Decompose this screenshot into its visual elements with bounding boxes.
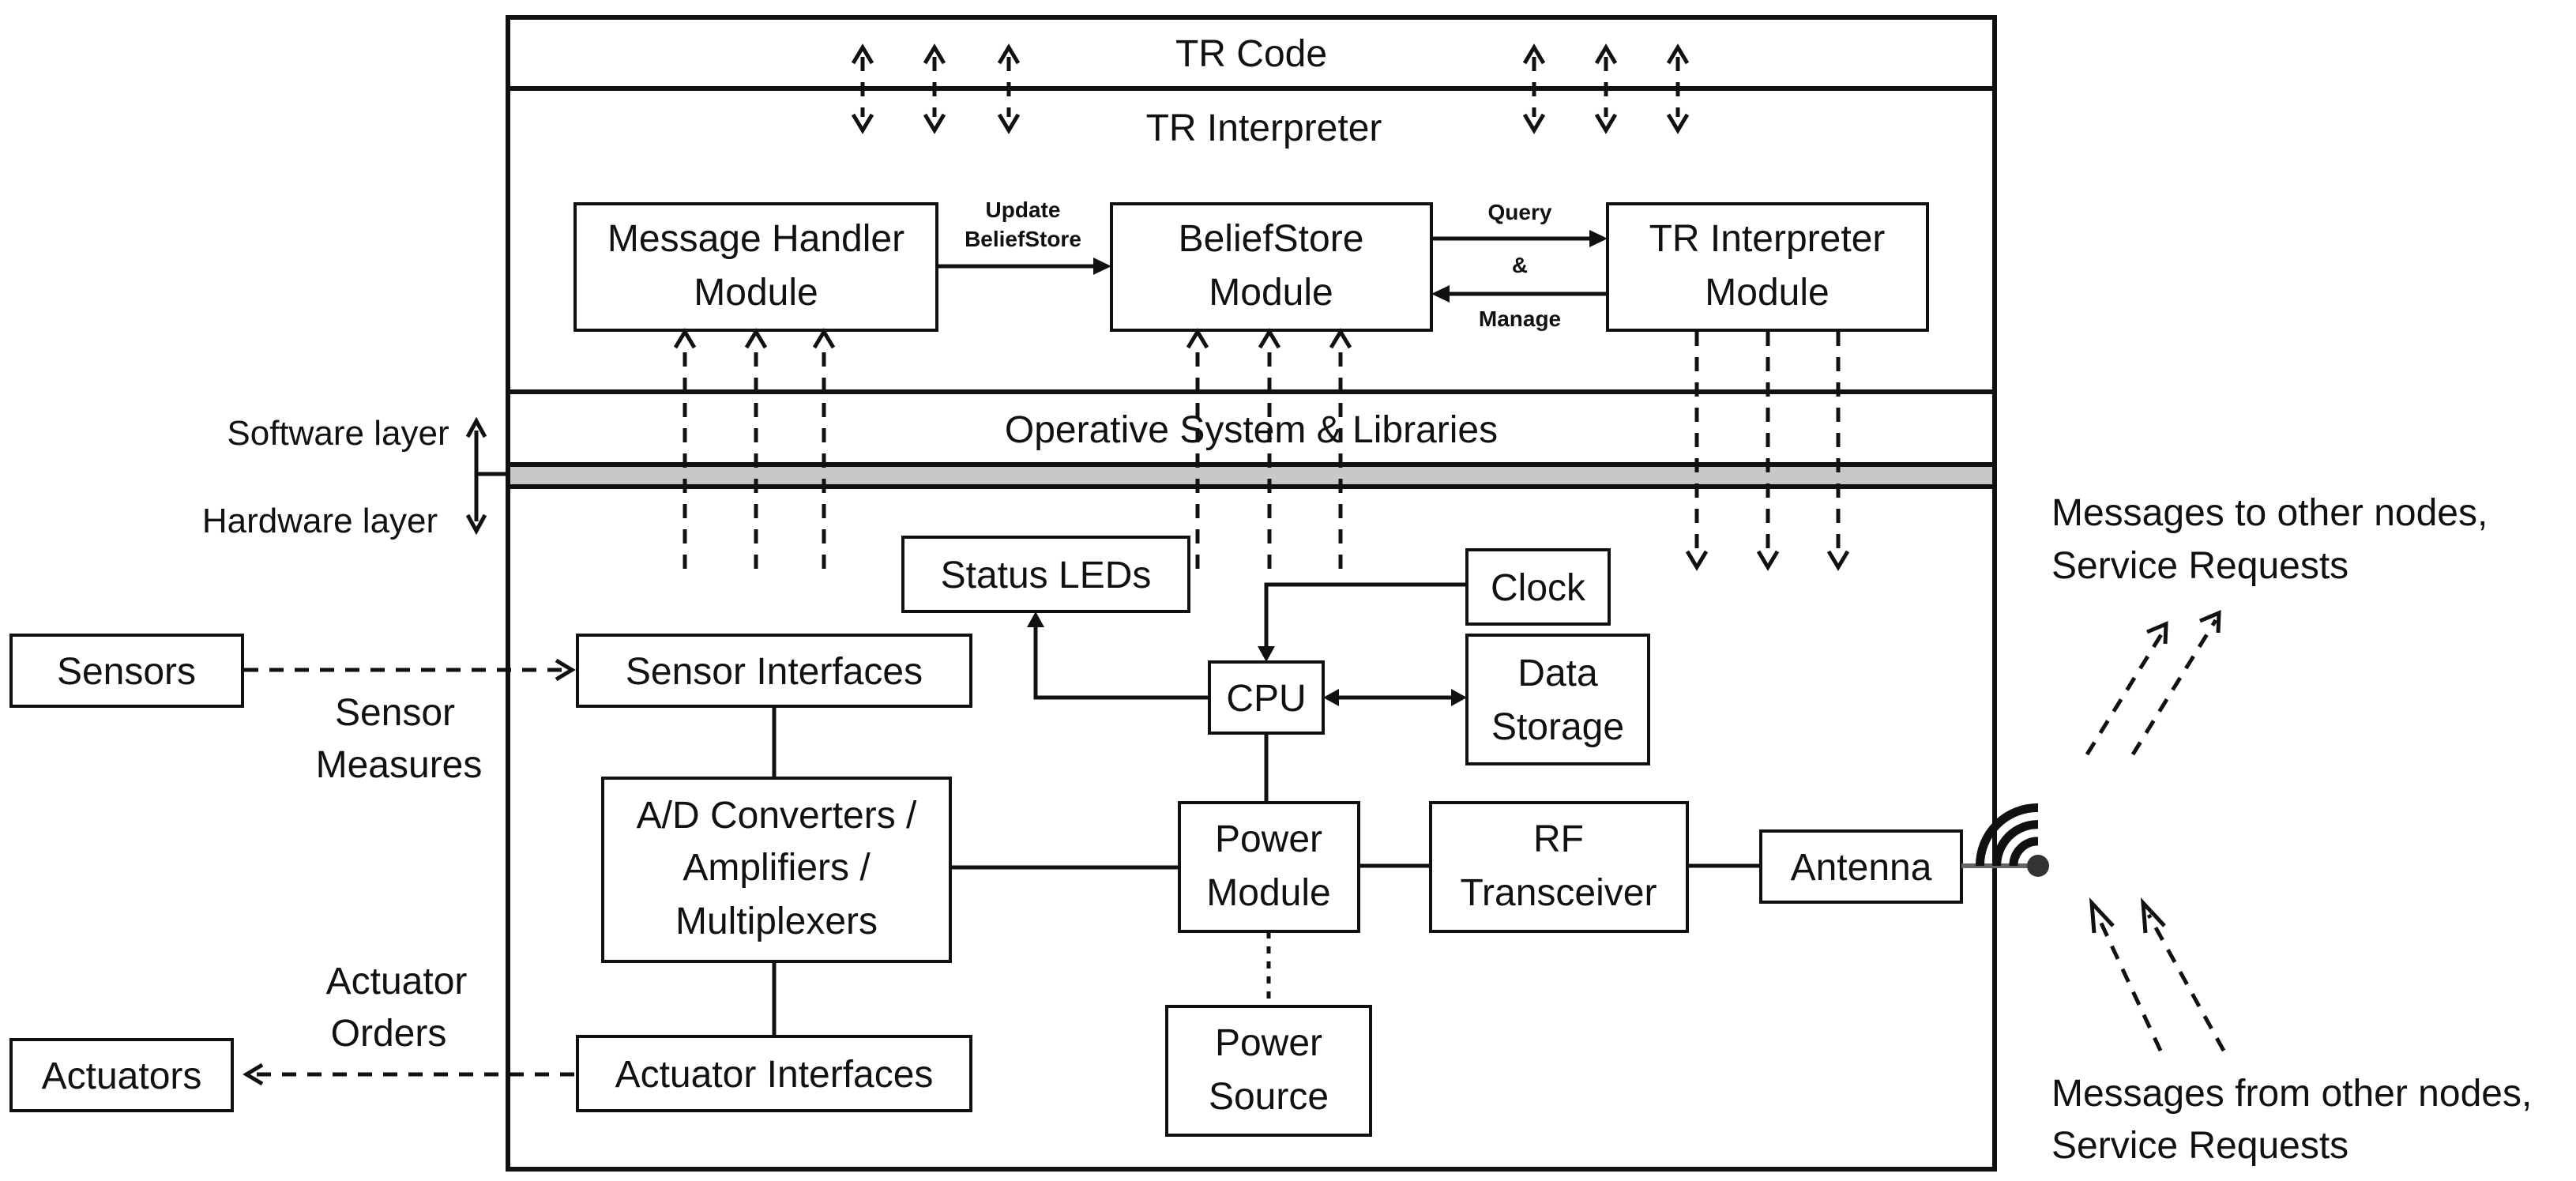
tr-interpreter-layer-label: TR Interpreter — [1146, 107, 1382, 149]
antenna-box: Antenna — [1759, 829, 1963, 904]
message-handler-module: Message Handler Module — [573, 202, 938, 332]
power-source-line2: Source — [1209, 1076, 1329, 1118]
outgoing-message-arrows — [2085, 610, 2221, 756]
sensors-label: Sensors — [57, 651, 196, 693]
antenna-wire — [1961, 855, 2049, 877]
actuator-interfaces-label: Actuator Interfaces — [615, 1054, 934, 1096]
clock-box: Clock — [1465, 548, 1611, 626]
status-leds-box: Status LEDs — [901, 536, 1190, 613]
power-module-box: Power Module — [1178, 801, 1360, 933]
software-hardware-boundary — [506, 462, 1997, 489]
software-layer-label: Software layer — [227, 414, 449, 453]
double-arrow — [997, 43, 1021, 134]
beliefstore-line1: BeliefStore — [1179, 218, 1364, 260]
converters-line2: Amplifiers / — [683, 847, 871, 889]
interpreter-output-arrows — [1685, 332, 1850, 571]
status-leds-label: Status LEDs — [941, 555, 1152, 596]
query-label: Query — [1488, 200, 1552, 224]
power-module-line2: Module — [1206, 872, 1330, 914]
clock-label: Clock — [1491, 567, 1586, 609]
sensor-interfaces-label: Sensor Interfaces — [626, 651, 923, 693]
rf-transceiver-box: RF Transceiver — [1429, 801, 1689, 933]
power-source-box: Power Source — [1165, 1005, 1372, 1137]
messages-out-line1: Messages to other nodes, — [2051, 492, 2488, 534]
sensor-measures-line1: Sensor — [335, 692, 455, 734]
converters-line1: A/D Converters / — [637, 795, 917, 837]
sensor-measures-line2: Measures — [316, 744, 483, 786]
double-arrow — [1666, 43, 1690, 134]
data-storage-line2: Storage — [1491, 706, 1624, 748]
update-beliefstore-arrow: Update BeliefStore — [937, 197, 1111, 275]
amp-label: & — [1512, 253, 1528, 277]
data-storage-box: Data Storage — [1465, 634, 1650, 765]
update-label-line2: BeliefStore — [965, 227, 1081, 251]
cpu-label: CPU — [1226, 678, 1306, 720]
data-storage-line1: Data — [1517, 653, 1598, 694]
rf-transceiver-line2: Transceiver — [1461, 872, 1657, 914]
actuator-orders-arrow: Actuator Orders — [243, 961, 577, 1086]
code-interpreter-arrows — [851, 43, 1690, 134]
messages-in-line2: Service Requests — [2051, 1125, 2348, 1167]
beliefstore-line2: Module — [1209, 272, 1333, 314]
actuators-box: Actuators — [9, 1038, 234, 1112]
os-libraries-layer-label: Operative System & Libraries — [1005, 409, 1498, 451]
query-manage-arrows: Query & Manage — [1431, 200, 1608, 331]
tr-code-layer-label: TR Code — [1175, 33, 1327, 75]
tr-interpreter-line2: Module — [1705, 272, 1829, 314]
tr-interpreter-module: TR Interpreter Module — [1606, 202, 1929, 332]
messages-out-line2: Service Requests — [2051, 545, 2348, 587]
layer-indicator: Software layer Hardware layer — [202, 414, 508, 540]
rf-transceiver-line1: RF — [1533, 818, 1584, 860]
actuator-orders-line1: Actuator — [326, 961, 468, 1002]
message-handler-line1: Message Handler — [607, 218, 904, 260]
actuator-orders-line2: Orders — [331, 1013, 447, 1055]
power-source-line1: Power — [1215, 1022, 1322, 1064]
beliefstore-module: BeliefStore Module — [1110, 202, 1433, 332]
antenna-label: Antenna — [1791, 847, 1932, 889]
double-arrow — [1522, 43, 1546, 134]
update-label-line1: Update — [986, 197, 1061, 222]
os-to-modules-arrows — [673, 328, 1352, 569]
wifi-signal-icon — [1975, 803, 2039, 867]
hardware-connections — [772, 582, 1761, 1036]
hardware-layer-label: Hardware layer — [202, 502, 438, 540]
converters-line3: Multiplexers — [675, 901, 878, 942]
actuator-interfaces-box: Actuator Interfaces — [576, 1035, 972, 1112]
node-frame — [506, 15, 1997, 1172]
manage-label: Manage — [1479, 307, 1561, 331]
sensors-box: Sensors — [9, 634, 244, 708]
double-arrow — [851, 43, 874, 134]
sensor-measures-arrow: Sensor Measures — [244, 658, 576, 786]
incoming-message-arrows — [2089, 897, 2226, 1052]
power-module-line1: Power — [1215, 818, 1322, 860]
actuators-label: Actuators — [42, 1055, 202, 1097]
messages-in-line1: Messages from other nodes, — [2051, 1073, 2532, 1115]
double-arrow — [923, 43, 946, 134]
message-handler-line2: Module — [694, 272, 818, 314]
converters-box: A/D Converters / Amplifiers / Multiplexe… — [601, 777, 952, 963]
sensor-interfaces-box: Sensor Interfaces — [576, 634, 972, 708]
cpu-box: CPU — [1208, 660, 1325, 735]
double-arrow — [1594, 43, 1618, 134]
tr-interpreter-line1: TR Interpreter — [1649, 218, 1886, 260]
